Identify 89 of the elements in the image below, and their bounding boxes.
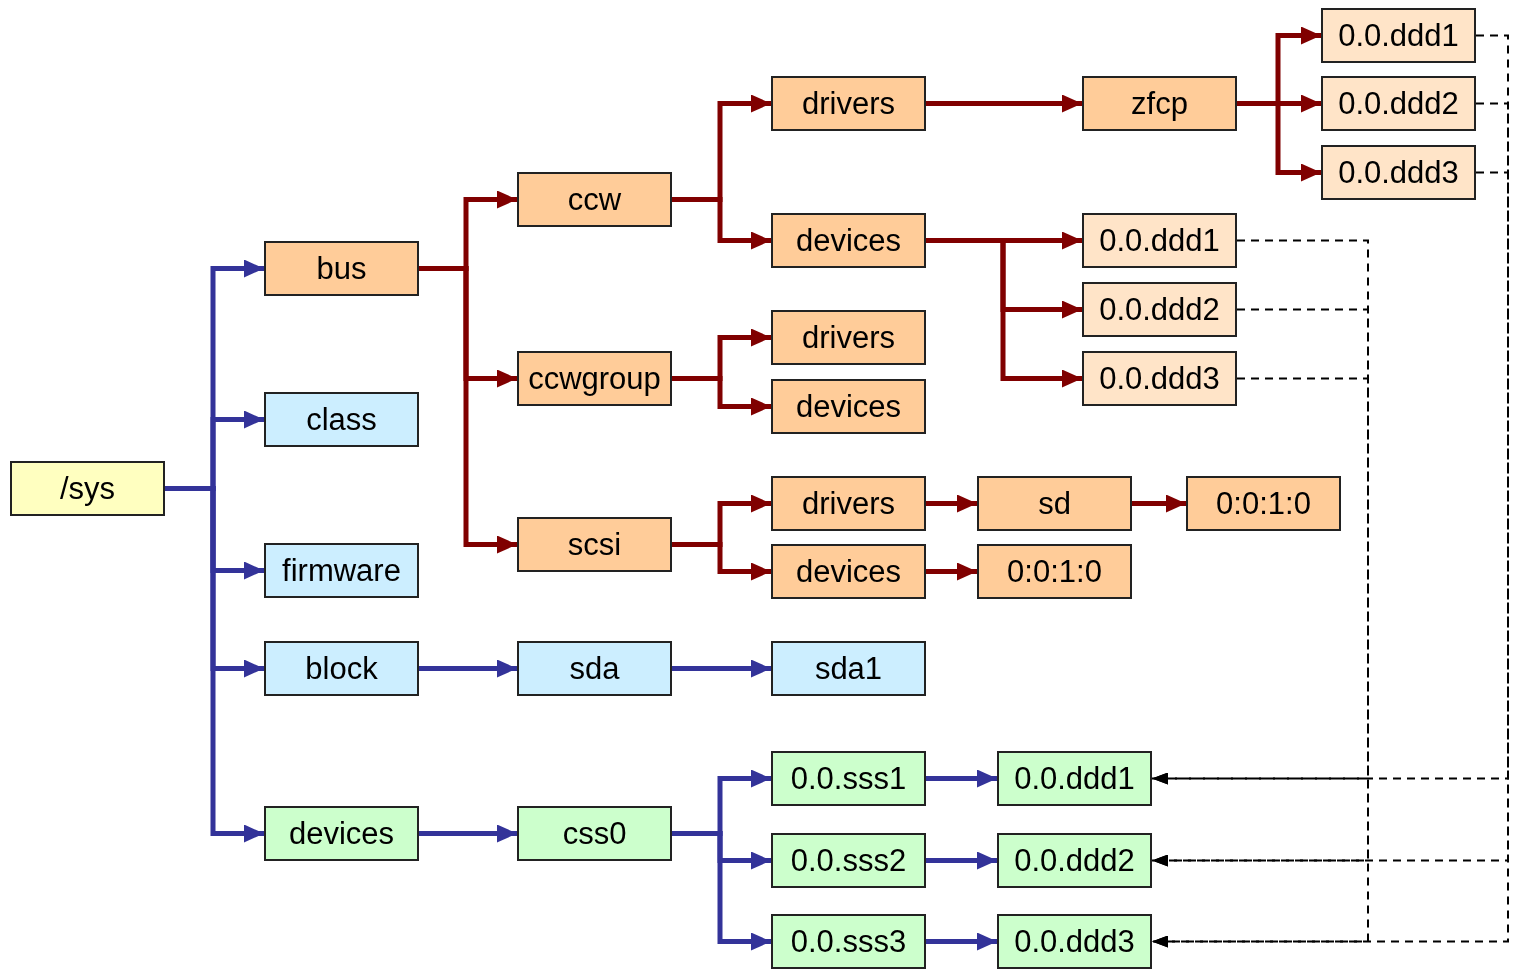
folder-box [977,544,1132,599]
folder-name: 0.0.ddd3 [1338,157,1459,188]
folder-name: devices [795,225,902,256]
arrow [419,266,517,554]
folder-name: devices [795,556,902,587]
folder-box [517,806,672,861]
arrow [672,197,771,250]
folder-box [264,392,419,447]
folder-name: 0:0:1:0 [1007,556,1102,587]
arrow [672,376,771,416]
arrow [926,851,997,870]
folder-name: 0.0.sss2 [790,845,907,876]
folder-name: 0.0.ddd2 [1099,294,1220,325]
folder-box [771,641,926,696]
folder-name: class [306,404,377,435]
folder-box [997,833,1152,888]
folder-box [771,310,926,365]
arrow [926,769,997,788]
folder-box [517,641,672,696]
arrow [1132,494,1186,513]
arrow [926,562,977,581]
folder-name: 0.0.sss1 [790,763,907,794]
folder-name: 0.0.ddd2 [1338,88,1459,119]
arrow [926,238,1082,388]
dashed-arrow [1151,171,1509,948]
folder-name: devices [288,818,395,849]
folder-box [1186,476,1341,531]
folder-name: 0.0.ddd1 [1099,225,1220,256]
folder-name: 0.0.ddd2 [1014,845,1135,876]
arrow [1237,101,1321,182]
folder-name: sda1 [814,653,883,684]
folder-name: bus [316,253,367,284]
folder-box [771,833,926,888]
folder-name: 0.0.sss3 [790,926,907,957]
folder-box [771,544,926,599]
folder-box [997,751,1152,806]
folder-box [771,914,926,969]
arrow [926,932,997,951]
folder-box [1082,76,1237,131]
folder-box [771,213,926,268]
folder-name: ccw [567,184,622,215]
folder-name: 0.0.ddd3 [1099,363,1220,394]
folder-box [264,241,419,296]
folder-box [264,543,419,598]
folder-name: sd [1038,488,1071,519]
arrow [672,831,771,951]
folder-box [771,76,926,131]
folder-name: devices [795,391,902,422]
arrow [419,824,517,843]
folder-name: /sys [59,473,116,504]
folder-name: block [305,653,378,684]
folder-box [1082,282,1237,337]
dashed-arrow [1151,34,1509,785]
folder-box [264,641,419,696]
folder-box [997,914,1152,969]
folder-name: scsi [567,529,622,560]
folder-name: 0:0:1:0 [1216,488,1311,519]
folder-box [977,476,1132,531]
folder-box [1082,351,1237,406]
folder-name: sda [569,653,620,684]
dashed-arrow [1151,102,1509,867]
folder-name: ccwgroup [528,363,661,394]
arrow [672,542,771,581]
folder-box [771,379,926,434]
folder-name: css0 [562,818,627,849]
arrow [419,659,517,678]
folder-box [771,751,926,806]
arrow [926,494,977,513]
folder-name: 0.0.ddd3 [1014,926,1135,957]
folder-name: zfcp [1131,88,1188,119]
arrow [672,659,771,678]
folder-box [517,351,672,406]
folder-box [1321,76,1476,131]
folder-box [264,806,419,861]
folder-box [517,172,672,227]
folder-box [10,461,165,516]
arrow [926,94,1082,113]
folder-box [771,476,926,531]
folder-name: drivers [802,322,895,353]
folder-name: drivers [802,488,895,519]
folder-name: firmware [282,555,401,586]
folder-box [1082,213,1237,268]
folder-name: 0.0.ddd1 [1014,763,1135,794]
folder-box [1321,8,1476,63]
folder-name: drivers [802,88,895,119]
folder-name: 0.0.ddd1 [1338,20,1459,51]
arrow [165,486,264,843]
folder-box [1321,145,1476,200]
folder-box [517,517,672,572]
